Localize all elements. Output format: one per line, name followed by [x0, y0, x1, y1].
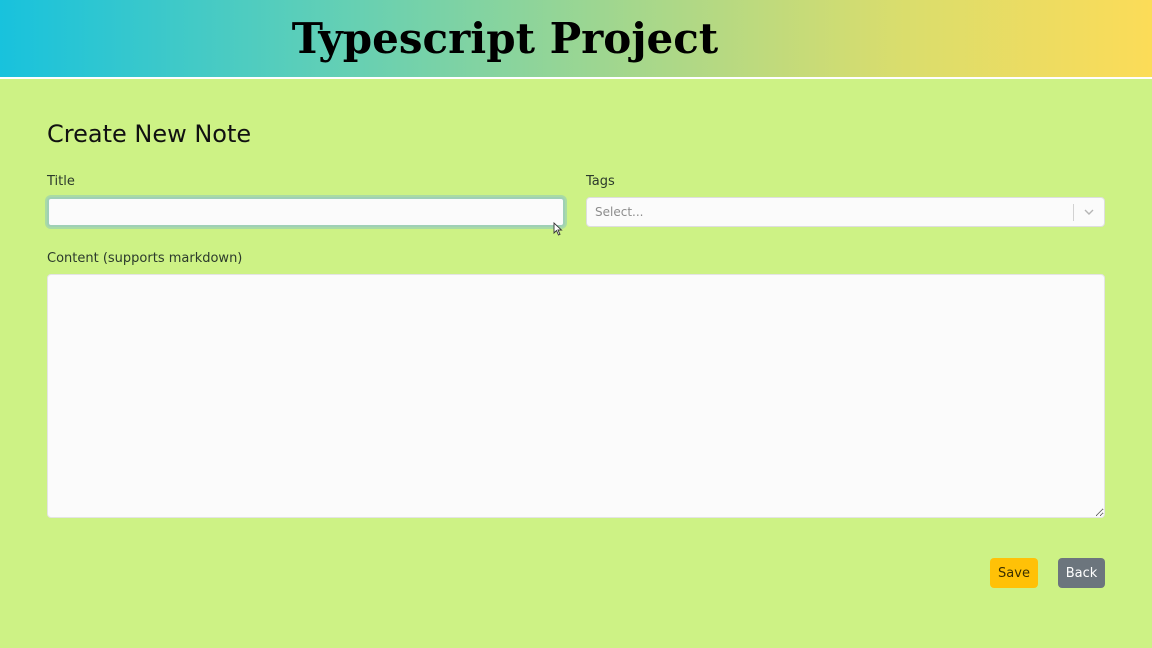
chevron-down-icon[interactable] [1084, 207, 1094, 217]
mouse-cursor-icon [553, 222, 563, 236]
app-title: Typescript Project [291, 14, 719, 63]
tags-separator [1073, 204, 1074, 221]
content-textarea[interactable] [47, 274, 1105, 518]
tags-label: Tags [586, 174, 615, 189]
save-button[interactable]: Save [990, 558, 1038, 588]
tags-select[interactable]: Select... [586, 197, 1105, 227]
title-input[interactable] [47, 197, 565, 227]
app-header: Typescript Project [0, 0, 1152, 79]
page-title: Create New Note [47, 120, 252, 148]
title-label: Title [47, 174, 75, 189]
back-button[interactable]: Back [1058, 558, 1105, 588]
tags-placeholder: Select... [595, 205, 644, 219]
content-label: Content (supports markdown) [47, 251, 243, 266]
